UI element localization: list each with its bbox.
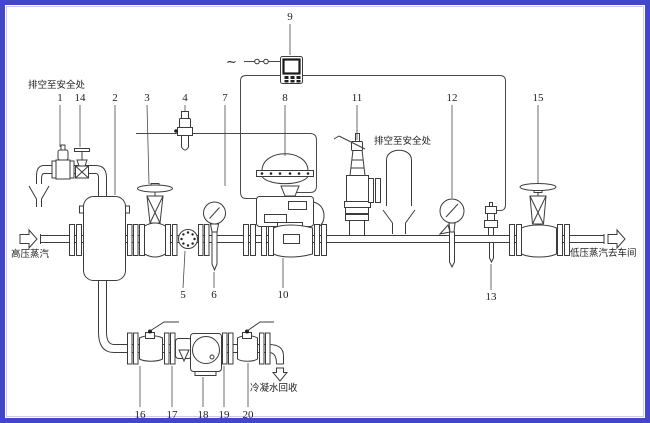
callout-numbers: 1 14 2 3 4 7 8 9 11 12 15 5 6 10 13 16 1…	[57, 11, 544, 421]
flange-pair	[164, 332, 176, 365]
callout-3: 3	[144, 92, 150, 104]
safety-vent-duct	[382, 149, 416, 234]
check-valve	[222, 332, 234, 365]
air-supply-line	[136, 133, 317, 193]
controller-output-line	[240, 75, 281, 199]
vent-funnel	[28, 185, 50, 207]
callout-16: 16	[135, 409, 147, 421]
inlet-globe-valve	[137, 183, 173, 258]
vent-globe-valve	[74, 148, 90, 179]
callout-leaders	[59, 24, 539, 407]
condensate-label: 冷凝水回收	[250, 382, 298, 394]
callout-11: 11	[352, 92, 363, 104]
callout-17: 17	[167, 409, 179, 421]
outlet-label: 低压蒸汽去车间	[570, 247, 637, 259]
callout-19: 19	[219, 409, 231, 421]
flange-pair	[259, 332, 271, 365]
condensate-valve-1	[139, 321, 179, 362]
callout-6: 6	[211, 289, 217, 301]
flange-pair	[172, 224, 178, 256]
outlet-globe-valve	[509, 183, 570, 258]
instrument-lines	[136, 58, 506, 214]
outlet-flow-arrow-icon	[607, 228, 626, 250]
callout-20: 20	[243, 409, 255, 421]
callout-18: 18	[198, 409, 210, 421]
pressure-gauge	[438, 198, 465, 269]
vent-left-label: 排空至安全处	[28, 79, 86, 91]
control-valve-actuator	[256, 153, 314, 197]
flange-pair	[69, 224, 82, 256]
strainer-disc	[178, 229, 198, 249]
flange-pair	[198, 224, 210, 256]
callout-7: 7	[222, 92, 228, 104]
condensate-strainer	[175, 338, 192, 363]
flange-pair	[243, 224, 274, 256]
flange-pair	[127, 332, 139, 365]
callout-12: 12	[447, 92, 458, 104]
callout-10: 10	[278, 289, 290, 301]
air-filter-regulator	[174, 111, 193, 151]
inlet-label: 高压蒸汽	[11, 248, 50, 260]
callout-13: 13	[486, 291, 498, 303]
callout-8: 8	[282, 92, 288, 104]
pressure-sensor	[484, 202, 498, 264]
ac-power-symbol: ∼	[226, 55, 237, 70]
steam-separator-tank	[79, 196, 130, 281]
steam-trap	[190, 333, 222, 376]
callout-1: 1	[57, 92, 63, 104]
safety-valve	[333, 133, 381, 235]
sensor-signal-line	[302, 75, 506, 214]
vent-relief-valve	[51, 144, 75, 180]
text-annotations: 排空至安全处 排空至安全处 高压蒸汽 低压蒸汽去车间 冷凝水回收 ∼	[11, 55, 637, 394]
callout-9: 9	[287, 11, 293, 23]
inlet-flow-arrow-icon	[19, 228, 38, 250]
condensate-valve-2	[237, 321, 274, 362]
callout-4: 4	[182, 92, 188, 104]
control-valve-body	[273, 222, 313, 258]
callout-5: 5	[180, 289, 186, 301]
flange-pair	[127, 224, 139, 256]
flange-pair	[314, 224, 327, 256]
callout-14: 14	[75, 92, 87, 104]
valve-positioner	[256, 196, 325, 229]
thermometer	[203, 201, 226, 272]
condensate-flow-arrow-icon	[271, 367, 289, 382]
callout-2: 2	[112, 92, 118, 104]
controller	[280, 56, 303, 84]
callout-15: 15	[533, 92, 545, 104]
vent-right-label: 排空至安全处	[374, 135, 432, 147]
